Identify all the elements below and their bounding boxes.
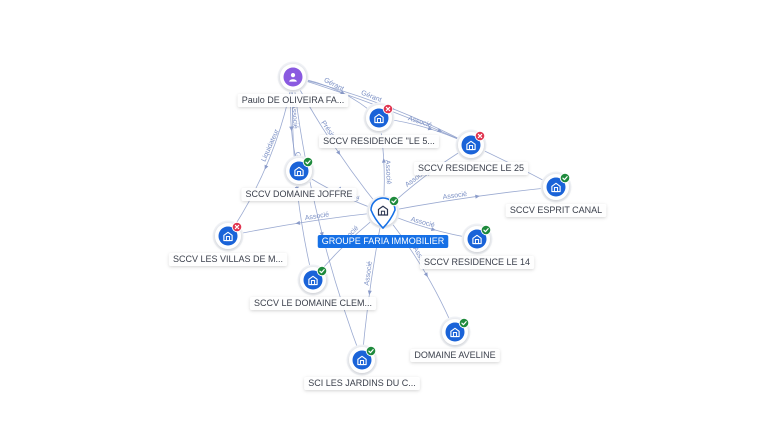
node-label-bg	[319, 135, 439, 148]
node-villas[interactable]: SCCV LES VILLAS DE M...	[168, 220, 288, 267]
node-label-text: SCCV DOMAINE JOFFRE	[245, 189, 352, 199]
node-disc	[352, 350, 372, 370]
node-label-main: GROUPE FARIA IMMOBILIER	[317, 235, 449, 248]
edge-line	[227, 211, 384, 237]
node-residence5[interactable]: SCCV RESIDENCE "LE 5...	[319, 102, 439, 149]
node-label-text: SCCV RESIDENCE LE 14	[424, 257, 530, 267]
edge-label: Liquidateur	[261, 128, 281, 163]
pin-shape	[370, 197, 396, 230]
node-label-residence25: SCCV RESIDENCE LE 25	[413, 162, 529, 175]
node-label-text: SCI LES JARDINS DU C...	[308, 378, 416, 388]
edge-arrow-icon	[367, 290, 372, 296]
edge-main-villas[interactable]: Associé	[227, 211, 384, 237]
node-label-bg	[249, 297, 377, 310]
status-closed-icon	[382, 103, 394, 115]
nodes-layer: GROUPE FARIA IMMOBILIER Paulo DE OLIVEIRA…	[168, 61, 607, 391]
edge-line	[382, 211, 456, 333]
edge-label: Gérant	[360, 90, 383, 104]
node-label-text: GROUPE FARIA IMMOBILIER	[322, 236, 445, 246]
node-jardins[interactable]: SCI LES JARDINS DU C...	[304, 344, 420, 391]
status-active-icon	[388, 195, 400, 207]
node-clem[interactable]: SCCV LE DOMAINE CLEM...	[249, 264, 377, 311]
node-label-clem: SCCV LE DOMAINE CLEM...	[249, 297, 377, 310]
node-disc	[467, 229, 487, 249]
edge-label: Associé	[364, 261, 374, 286]
edge-arrow-icon	[295, 220, 301, 225]
node-disc	[461, 135, 481, 155]
status-active-icon	[480, 224, 492, 236]
node-esprit[interactable]: SCCV ESPRIT CANAL	[505, 171, 607, 218]
status-closed-icon	[474, 130, 486, 142]
node-label-text: SCCV LES VILLAS DE M...	[173, 254, 283, 264]
edge-arrow-icon	[264, 164, 269, 170]
node-joffre[interactable]: SCCV DOMAINE JOFFRE	[241, 155, 357, 202]
status-active-icon	[559, 172, 571, 184]
edge-arrow-icon	[381, 158, 386, 163]
status-active-icon	[458, 317, 470, 329]
node-disc	[303, 270, 323, 290]
edge-main-esprit[interactable]: Associé	[382, 186, 557, 213]
node-residence14[interactable]: SCCV RESIDENCE LE 14	[419, 223, 535, 270]
edge-line	[382, 186, 557, 213]
node-label-bg	[304, 377, 420, 390]
node-disc	[445, 322, 465, 342]
status-closed-icon	[231, 221, 243, 233]
node-label-jardins: SCI LES JARDINS DU C...	[304, 377, 420, 390]
node-label-esprit: SCCV ESPRIT CANAL	[505, 204, 607, 217]
node-label-bg	[419, 256, 535, 269]
edge-arrow-icon	[289, 126, 294, 132]
node-aveline[interactable]: DOMAINE AVELINE	[410, 316, 500, 363]
edge-label: Associé	[442, 191, 467, 201]
edge-arrow-icon	[336, 150, 341, 156]
node-label-bg	[241, 188, 357, 201]
building-door	[380, 210, 386, 216]
edge-arrow-icon	[437, 128, 443, 132]
edge-arrow-icon	[475, 194, 480, 199]
node-label-bg	[168, 253, 288, 266]
node-main[interactable]: GROUPE FARIA IMMOBILIER	[317, 195, 449, 249]
edge-main-aveline[interactable]: Associé	[382, 211, 456, 333]
node-label-text: SCCV LE DOMAINE CLEM...	[254, 298, 372, 308]
node-residence25[interactable]: SCCV RESIDENCE LE 25	[413, 129, 529, 176]
node-paulo[interactable]: Paulo DE OLIVEIRA FA...	[237, 61, 349, 108]
building-icon	[377, 205, 389, 216]
node-label-text: Paulo DE OLIVEIRA FA...	[242, 95, 345, 105]
node-label-paulo: Paulo DE OLIVEIRA FA...	[237, 94, 349, 107]
edge-label: Associé	[304, 211, 329, 222]
node-label-residence5: SCCV RESIDENCE "LE 5...	[319, 135, 439, 148]
node-label-bg	[413, 162, 529, 175]
node-label-text: DOMAINE AVELINE	[414, 350, 495, 360]
edge-line	[292, 76, 363, 361]
status-active-icon	[302, 156, 314, 168]
edge-label: Associé	[410, 216, 436, 229]
edge-line	[361, 211, 384, 361]
status-active-icon	[365, 345, 377, 357]
node-label-aveline: DOMAINE AVELINE	[410, 349, 500, 362]
node-label-bg	[410, 349, 500, 362]
node-label-bg	[505, 204, 607, 217]
edge-label: Associé	[407, 115, 433, 129]
node-disc	[546, 177, 566, 197]
edge-arrow-icon	[423, 272, 428, 278]
node-disc	[369, 108, 389, 128]
edge-label: Associé	[384, 160, 392, 185]
edge-label: Associé	[290, 104, 299, 129]
status-active-icon	[316, 265, 328, 277]
node-label-text: SCCV RESIDENCE "LE 5...	[323, 136, 435, 146]
node-label-residence14: SCCV RESIDENCE LE 14	[419, 256, 535, 269]
main-label-badge	[317, 235, 449, 248]
node-disc	[218, 226, 238, 246]
edge-arrow-icon	[427, 126, 433, 131]
node-disc	[289, 161, 309, 181]
node-label-joffre: SCCV DOMAINE JOFFRE	[241, 188, 357, 201]
node-label-text: SCCV ESPRIT CANAL	[510, 205, 602, 215]
node-label-villas: SCCV LES VILLAS DE M...	[168, 253, 288, 266]
node-label-text: SCCV RESIDENCE LE 25	[418, 163, 524, 173]
edge-main-jardins[interactable]: Associé	[361, 211, 384, 361]
node-label-bg	[237, 94, 349, 107]
edge-arrow-icon	[430, 227, 436, 231]
